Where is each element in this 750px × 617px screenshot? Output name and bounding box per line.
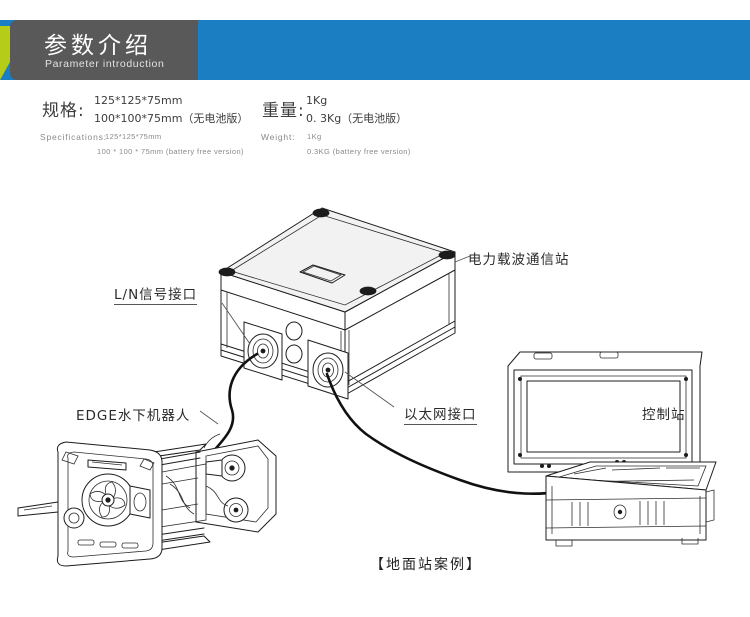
cables [195,352,614,507]
spec-dimensions-en-label: Specifications: [40,132,107,142]
section-banner: 参数介绍 Parameter introduction [0,20,750,80]
spec-weight-cn-value-1: 1Kg [306,94,328,107]
label-ethernet-port: 以太网接口 [404,403,477,425]
cable-ln-to-robot [195,352,259,507]
spec-weight-en-label: Weight: [261,132,296,142]
diagram-leader-lines [199,255,633,425]
spec-weight-en-value-2: 0.3KG (battery free version) [307,147,411,156]
section-subtitle: Parameter introduction [45,58,165,70]
label-control-station: 控制站 [642,407,686,423]
spec-dimensions-cn-value-2: 100*100*75mm（无电池版） [94,112,249,125]
spec-dimensions-en-value-2: 100 * 100 * 75mm (battery free version) [97,147,244,156]
carrier-station-illustration [218,207,456,400]
leader-ethernet [344,371,395,408]
diagram-caption: 【地面站案例】 [370,557,482,573]
spec-dimensions-cn-label: 规格: [42,101,85,121]
spec-weight-cn-value-2: 0. 3Kg（无电池版） [306,112,408,125]
label-carrier-station: 电力载波通信站 [468,252,570,268]
label-ln-signal-port: L/N信号接口 [114,283,198,305]
underwater-robot-illustration [17,433,277,567]
banner-gray-plate [10,20,198,80]
spec-dimensions-cn-value-1: 125*125*75mm [94,94,183,107]
label-underwater-robot: EDGE水下机器人 [76,408,191,424]
spec-dimensions-en-value-1: 125*125*75mm [105,132,162,141]
section-title: 参数介绍 [44,33,152,59]
control-station-illustration [507,351,717,547]
spec-weight-en-value-1: 1Kg [307,132,322,141]
cable-ethernet-to-control [325,372,614,496]
leader-robot [199,410,219,425]
spec-weight-cn-label: 重量: [262,101,305,121]
leader-control-station [621,406,633,419]
leader-ln-signal [221,302,251,345]
